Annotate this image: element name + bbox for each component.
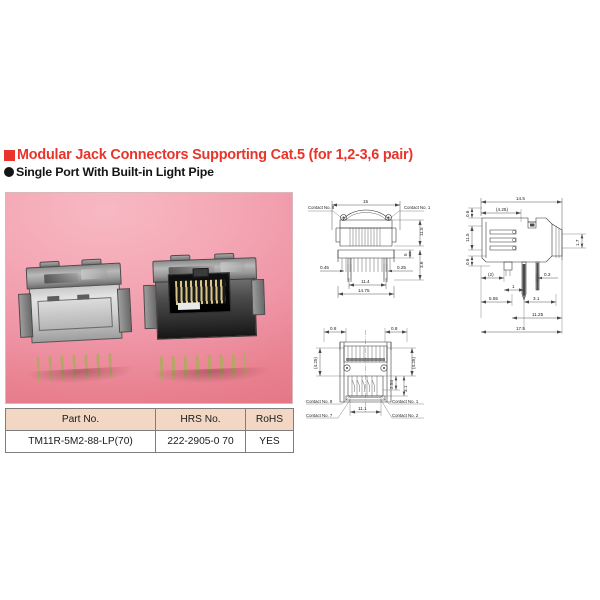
dim-5: 5 — [403, 253, 408, 256]
dim-17-5: 17.5 — [516, 326, 525, 331]
dim-0-25: 0.25 — [397, 265, 406, 270]
connector-right — [143, 252, 272, 385]
dim-0-8-left: 0.8 — [330, 326, 337, 331]
dim-4-25-right: (4.25) — [411, 357, 416, 369]
page-subtitle: Single Port With Built-in Light Pipe — [4, 166, 214, 178]
dim-1-7: 1.7 — [575, 239, 580, 246]
cell-rohs: YES — [245, 430, 294, 453]
dim-11-25: 11.25 — [532, 312, 544, 317]
front-view-drawing: 15 Contact No. 8 Contact No. 1 — [308, 199, 431, 298]
label-contact-no-8-bottom: Contact No. 8 — [306, 399, 333, 404]
dim-0-6-bottom: 0.6 — [465, 258, 470, 265]
dim-4-25-left: (4.25) — [313, 357, 318, 369]
dim-1: 1 — [512, 284, 515, 289]
dim-2-54: 2.54 — [389, 380, 394, 389]
dim-2: (2) — [488, 272, 494, 277]
col-header-part-no: Part No. — [5, 408, 156, 431]
side-view-drawing: 14.5 (4.25) 0.6 — [465, 196, 586, 334]
dim-4-25-side: (4.25) — [496, 207, 508, 212]
bottom-view-drawing: 0.8 0.8 — [306, 326, 424, 419]
table-row: TM11R-5M2-88-LP(70) 222-2905-0 70 YES — [5, 430, 294, 453]
label-contact-no-2-bottom: Contact No. 2 — [392, 413, 419, 418]
page-title-text: Modular Jack Connectors Supporting Cat.5… — [17, 147, 414, 163]
dim-14-75: 14.75 — [358, 288, 370, 293]
dim-3-1-side: 3.1 — [533, 296, 540, 301]
dim-5-55: 5.55 — [489, 296, 498, 301]
dim-3-6: 3.6 — [419, 261, 424, 268]
dim-0-45: 0.45 — [320, 265, 329, 270]
label-contact-no-1: Contact No. 1 — [404, 205, 431, 210]
page-subtitle-text: Single Port With Built-in Light Pipe — [16, 165, 214, 179]
dim-0-8-right: 0.8 — [391, 326, 398, 331]
label-contact-no-1-bottom: Contact No. 1 — [392, 399, 419, 404]
connector-left — [18, 258, 136, 386]
label-contact-no-7-bottom: Contact No. 7 — [306, 413, 333, 418]
cell-part-no: TM11R-5M2-88-LP(70) — [5, 430, 156, 453]
dim-0-6-top: 0.6 — [465, 210, 470, 217]
col-header-rohs: RoHS — [245, 408, 294, 431]
dim-15: 15 — [363, 199, 369, 204]
dim-11-5-side: 11.5 — [465, 233, 470, 242]
spec-table: Part No. HRS No. RoHS TM11R-5M2-88-LP(70… — [5, 408, 294, 453]
dim-11-4: 11.4 — [361, 279, 370, 284]
col-header-hrs-no: HRS No. — [155, 408, 246, 431]
product-photo-scene — [6, 193, 292, 403]
page-title: Modular Jack Connectors Supporting Cat.5… — [4, 148, 413, 162]
dim-14-5: 14.5 — [516, 196, 525, 201]
cell-hrs-no: 222-2905-0 70 — [155, 430, 246, 453]
circle-bullet-icon — [4, 167, 14, 177]
dim-11-1: 11.1 — [358, 406, 367, 411]
technical-drawings: 15 Contact No. 8 Contact No. 1 — [300, 190, 596, 452]
square-bullet-icon — [4, 149, 15, 161]
table-header-row: Part No. HRS No. RoHS — [5, 408, 294, 431]
dim-11-5: 11.5 — [419, 227, 424, 236]
dim-0-3: 0.3 — [544, 272, 551, 277]
dim-3-1-bottom: 3.1 — [403, 385, 408, 392]
label-contact-no-8: Contact No. 8 — [308, 205, 335, 210]
product-photo — [5, 192, 293, 404]
